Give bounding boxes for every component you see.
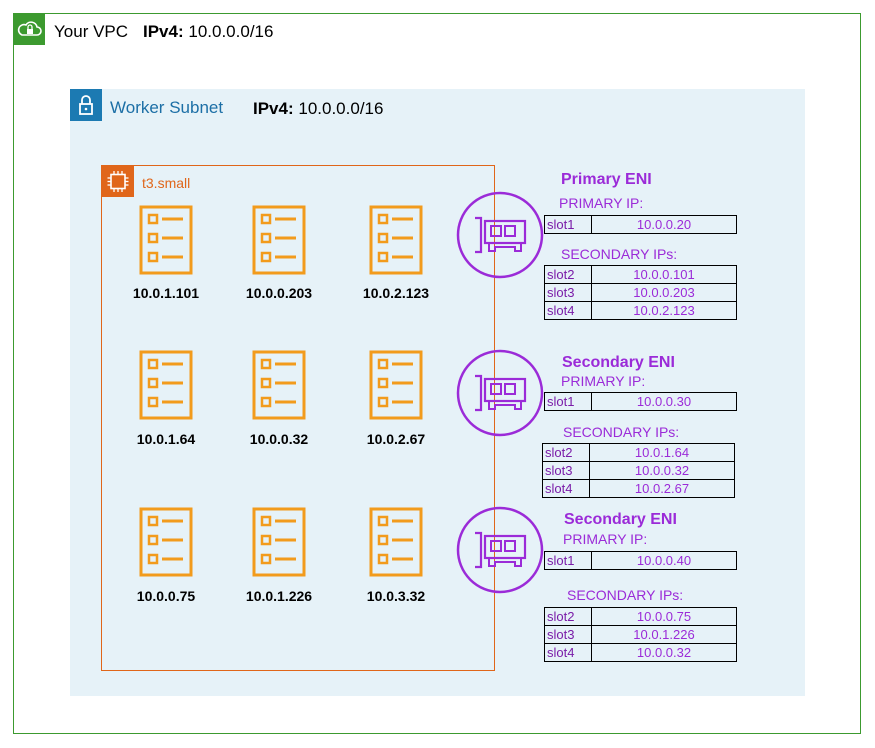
eni-title: Primary ENI (561, 171, 652, 188)
pod-list-icon (252, 350, 306, 420)
pod-ip-label: 10.0.2.123 (362, 285, 430, 301)
eni-title: Secondary ENI (562, 354, 675, 371)
primary-ip-heading: PRIMARY IP: (563, 531, 648, 547)
primary-ip-heading: PRIMARY IP: (561, 373, 646, 389)
ip-cell: 10.0.2.67 (589, 479, 735, 498)
ip-cell: 10.0.0.40 (591, 551, 737, 570)
subnet-title: Worker Subnet (110, 98, 224, 117)
ip-cell: 10.0.0.20 (591, 215, 737, 234)
slot-cell: slot2 (542, 443, 590, 462)
pod-ip-label: 10.0.0.32 (249, 431, 309, 447)
network-interface-card-icon (455, 190, 545, 280)
pod-ip-label: 10.0.1.101 (132, 285, 200, 301)
network-interface-card-icon (455, 348, 545, 438)
cloud-lock-icon (14, 14, 45, 45)
slot-cell: slot3 (544, 283, 592, 302)
slot-cell: slot4 (544, 301, 592, 320)
ip-cell: 10.0.1.226 (591, 625, 737, 644)
ip-cell: 10.0.0.32 (591, 643, 737, 662)
vpc-title: Your VPC (54, 22, 129, 41)
secondary-ips-heading: SECONDARY IPs: (567, 587, 684, 603)
slot-cell: slot1 (544, 215, 592, 234)
pod-ip-label: 10.0.1.226 (245, 588, 313, 604)
pod-ip-label: 10.0.2.67 (366, 431, 426, 447)
pod-list-icon (139, 350, 193, 420)
slot-cell: slot3 (544, 625, 592, 644)
slot-cell: slot2 (544, 607, 592, 626)
primary-ip-heading: PRIMARY IP: (559, 195, 644, 211)
ip-cell: 10.0.0.75 (591, 607, 737, 626)
eni-title: Secondary ENI (564, 511, 677, 528)
pod-list-icon (252, 507, 306, 577)
slot-cell: slot4 (544, 643, 592, 662)
secondary-ips-heading: SECONDARY IPs: (563, 424, 680, 440)
slot-cell: slot1 (544, 551, 592, 570)
instance-type-label: t3.small (142, 175, 191, 191)
lock-icon (70, 89, 102, 121)
slot-cell: slot2 (544, 265, 592, 284)
slot-cell: slot1 (544, 392, 592, 411)
ip-cell: 10.0.0.203 (591, 283, 737, 302)
vpc-group (13, 13, 861, 734)
slot-cell: slot3 (542, 461, 590, 480)
subnet-cidr: IPv4: 10.0.0.0/16 (253, 99, 384, 118)
slot-cell: slot4 (542, 479, 590, 498)
pod-list-icon (252, 205, 306, 275)
pod-ip-label: 10.0.1.64 (136, 431, 196, 447)
pod-list-icon (369, 350, 423, 420)
pod-ip-label: 10.0.3.32 (366, 588, 426, 604)
ip-cell: 10.0.1.64 (589, 443, 735, 462)
pod-list-icon (139, 507, 193, 577)
ip-cell: 10.0.2.123 (591, 301, 737, 320)
pod-list-icon (369, 507, 423, 577)
pod-ip-label: 10.0.0.203 (245, 285, 313, 301)
secondary-ips-heading: SECONDARY IPs: (561, 246, 678, 262)
chip-icon (102, 166, 134, 197)
vpc-cidr: IPv4: 10.0.0.0/16 (143, 22, 274, 41)
ip-cell: 10.0.0.30 (591, 392, 737, 411)
network-interface-card-icon (455, 505, 545, 595)
pod-ip-label: 10.0.0.75 (136, 588, 196, 604)
ip-cell: 10.0.0.32 (589, 461, 735, 480)
pod-list-icon (369, 205, 423, 275)
ec2-instance-group (101, 165, 495, 671)
pod-list-icon (139, 205, 193, 275)
ip-cell: 10.0.0.101 (591, 265, 737, 284)
